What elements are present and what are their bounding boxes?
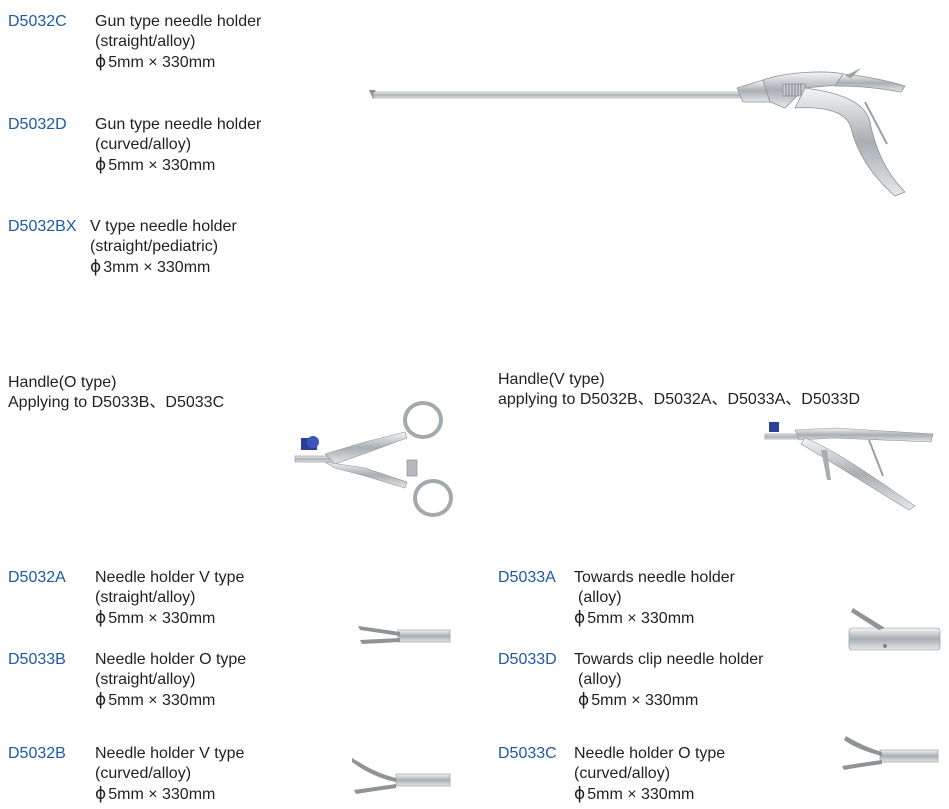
product-name: Needle holder V type <box>95 745 245 762</box>
product-detail: (curved/alloy) <box>95 136 192 153</box>
product-detail: (curved/alloy) <box>95 765 192 782</box>
product-name: Needle holder O type <box>95 651 247 668</box>
product-code: D5033D <box>498 651 557 668</box>
product-detail: (alloy) <box>578 671 622 688</box>
product-name: V type needle holder <box>90 218 237 235</box>
product-detail: (straight/pediatric) <box>90 238 219 255</box>
product-code: D5033B <box>8 651 66 668</box>
v-type-handle-image <box>764 422 934 511</box>
product-name: Towards needle holder <box>574 569 735 586</box>
handle-applies: Applying to D5033B、D5033C <box>8 394 225 411</box>
product-detail: (straight/alloy) <box>95 33 196 50</box>
needle-holder-tip-straight <box>358 626 451 644</box>
towards-holder-tip <box>848 608 941 651</box>
product-name: Needle holder V type <box>95 569 245 586</box>
curved-o-tip <box>842 736 939 770</box>
product-code: D5032C <box>8 13 67 30</box>
product-code: D5033C <box>498 745 557 762</box>
product-detail: (curved/alloy) <box>574 765 671 782</box>
product-detail: (straight/alloy) <box>95 671 196 688</box>
handle-o-type-caption: Handle(O type) Applying to D5033B、D5033C <box>8 373 224 413</box>
product-code: D5033A <box>498 569 556 586</box>
needle-holder-tip-curved <box>352 758 451 794</box>
product-detail: (straight/alloy) <box>95 589 196 606</box>
product-name: Gun type needle holder <box>95 13 262 30</box>
product-detail: (alloy) <box>578 589 622 606</box>
handle-title: Handle(V type) <box>498 371 605 388</box>
o-type-handle-image <box>294 401 453 517</box>
product-code: D5032A <box>8 569 66 586</box>
handle-applies: applying to D5032B、D5032A、D5033A、D5033D <box>498 391 861 408</box>
gun-type-needle-holder-image <box>369 68 906 197</box>
product-name: Gun type needle holder <box>95 116 262 133</box>
product-code: D5032D <box>8 116 67 133</box>
handle-v-type-caption: Handle(V type) applying to D5032B、D5032A… <box>498 370 860 410</box>
product-name: Needle holder O type <box>574 745 726 762</box>
handle-title: Handle(O type) <box>8 374 117 391</box>
product-name: Towards clip needle holder <box>574 651 764 668</box>
product-code: D5032BX <box>8 218 77 235</box>
product-code: D5032B <box>8 745 66 762</box>
